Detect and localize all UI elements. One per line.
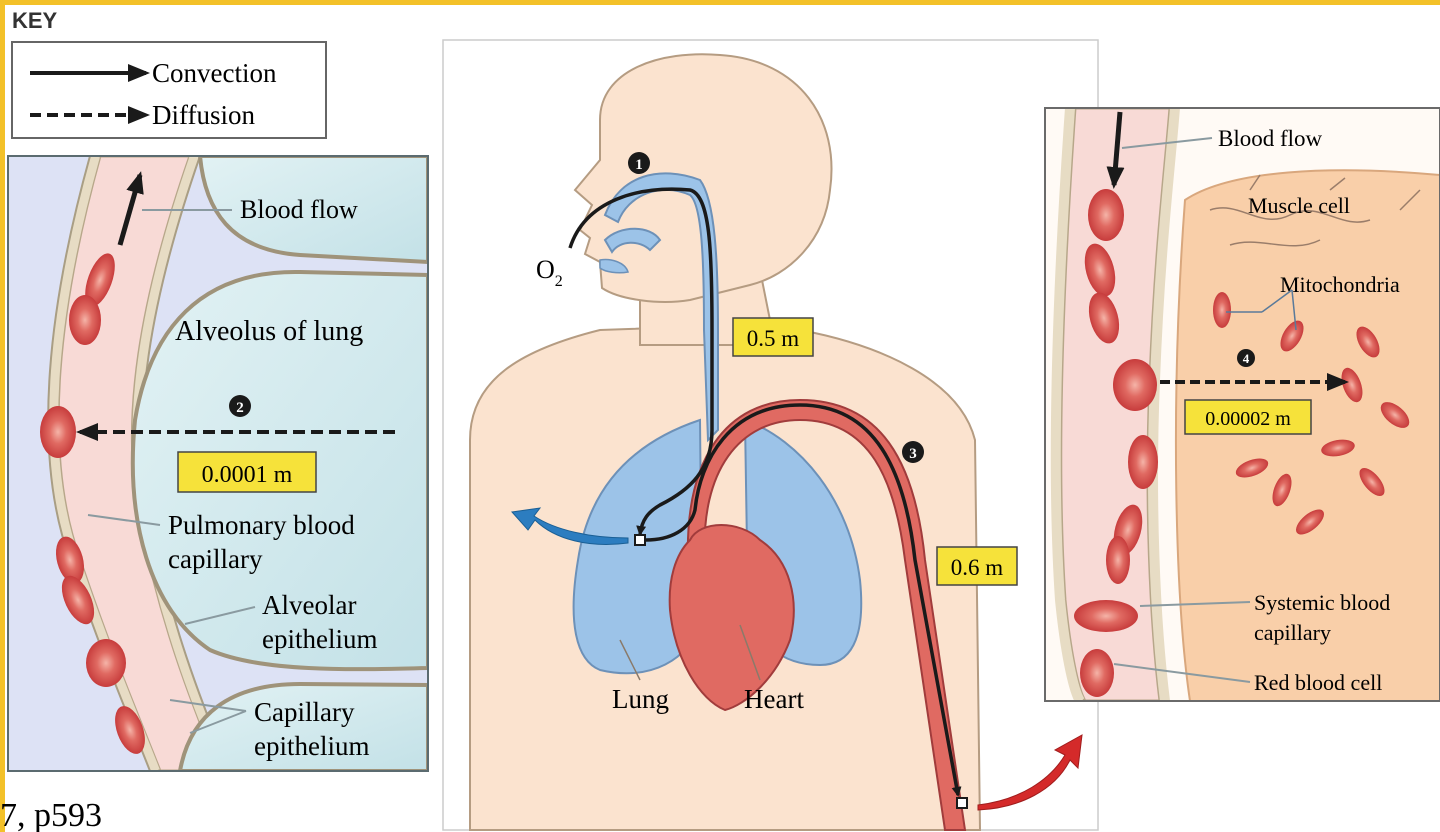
left-panel: Blood flow Alveolus of lung 2 0.0001 m P… — [7, 155, 429, 772]
left-blood-flow-label: Blood flow — [240, 195, 358, 224]
capillary-epithelium-line1: Capillary — [254, 697, 355, 727]
red-blood-cell-label: Red blood cell — [1254, 670, 1382, 695]
capillary-epithelium-line2: epithelium — [254, 731, 369, 761]
step-3-number: 3 — [909, 446, 917, 462]
lung-exchange-site — [634, 534, 646, 546]
oxygen-label: O2 — [536, 255, 563, 290]
alveolus-label: Alveolus of lung — [175, 316, 363, 347]
heart-label: Heart — [744, 684, 804, 714]
pulmonary-label-line1: Pulmonary blood — [168, 510, 355, 540]
step-1-number: 1 — [635, 157, 643, 173]
key-box — [11, 41, 327, 139]
distance-tissue-label: 0.00002 m — [1205, 408, 1291, 430]
distance-alveolar-label: 0.0001 m — [202, 462, 293, 488]
mitochondria-label: Mitochondria — [1280, 272, 1400, 297]
muscle-zoom-arrow — [977, 734, 1083, 811]
citation: 7, p593 — [0, 797, 102, 832]
distance-airway-label: 0.5 m — [747, 326, 800, 351]
alveolar-epithelium-line2: epithelium — [262, 624, 377, 654]
airflow-convection-path — [568, 187, 714, 536]
systemic-capillary-line2: capillary — [1254, 620, 1331, 645]
distance-box-artery — [936, 546, 1018, 586]
left-border — [0, 0, 5, 832]
systemic-capillary-line1: Systemic blood — [1254, 590, 1390, 615]
key-title: KEY — [12, 8, 58, 33]
distance-box-alveolar — [177, 451, 317, 493]
step-3-badge — [902, 441, 924, 463]
right-panel: Blood flow Muscle cell Mitochondria 4 0.… — [1044, 107, 1440, 702]
top-border — [0, 0, 1440, 5]
muscle-cell-label: Muscle cell — [1248, 193, 1350, 218]
distance-artery-label: 0.6 m — [951, 555, 1004, 580]
right-blood-flow-label: Blood flow — [1218, 126, 1323, 151]
bloodflow-convection-path — [645, 403, 962, 797]
lung-label: Lung — [612, 684, 669, 714]
distance-box-tissue — [1184, 399, 1312, 435]
step-4-badge — [1237, 349, 1255, 367]
right-blood-flow-arrow — [1106, 111, 1125, 189]
lung-zoom-arrow — [511, 507, 629, 545]
key-convection-label: Convection — [152, 58, 277, 88]
step-2-badge — [229, 395, 251, 417]
left-blood-flow-arrow — [117, 171, 144, 246]
pulmonary-label-line2: capillary — [168, 544, 263, 574]
distance-box-airway — [732, 317, 814, 357]
step-2-number: 2 — [236, 400, 244, 416]
alveolar-epithelium-line1: Alveolar — [262, 590, 356, 620]
step-1-badge — [628, 152, 650, 174]
key-diffusion-label: Diffusion — [152, 100, 256, 130]
step-4-number: 4 — [1243, 351, 1250, 366]
center-panel: 1 3 O2 0.5 m 0.6 m Lung Heart — [442, 39, 1099, 831]
muscle-exchange-site — [956, 797, 968, 809]
